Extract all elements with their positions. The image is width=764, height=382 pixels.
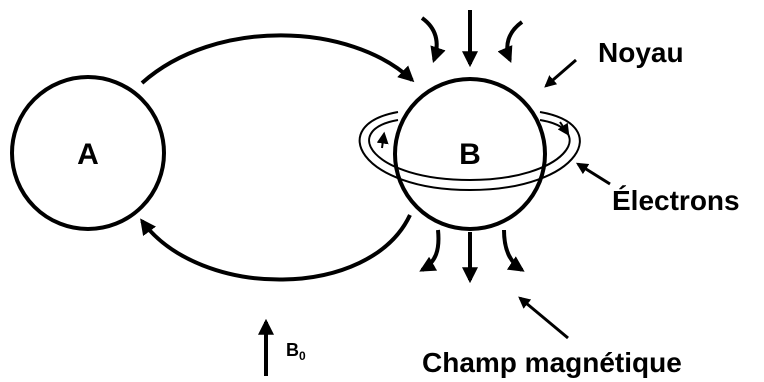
- arrow-b-to-a: [140, 214, 412, 282]
- label-noyau: Noyau: [598, 37, 684, 68]
- b0-label-sub: 0: [299, 349, 306, 363]
- pointer-noyau: [544, 58, 577, 88]
- field-arrows-top: [420, 10, 524, 68]
- field-arrows-bottom: [419, 229, 525, 284]
- b0-label: B0: [286, 340, 306, 363]
- pointer-champ: [518, 296, 569, 340]
- circle-a: [10, 75, 166, 231]
- orbit-arrow-right: [557, 121, 570, 136]
- pointer-electrons: [575, 162, 611, 186]
- arrow-a-to-b: [140, 33, 415, 85]
- label-electrons: Électrons: [612, 185, 740, 216]
- circle-a-label: A: [77, 138, 99, 171]
- label-champ: Champ magnétique: [422, 347, 682, 378]
- b0-label-base: B: [286, 340, 299, 360]
- sphere-b-label: B: [459, 138, 481, 171]
- sphere-b: [393, 77, 547, 231]
- orbit-arrow-left: [376, 131, 389, 149]
- electron-orbits: [358, 111, 581, 192]
